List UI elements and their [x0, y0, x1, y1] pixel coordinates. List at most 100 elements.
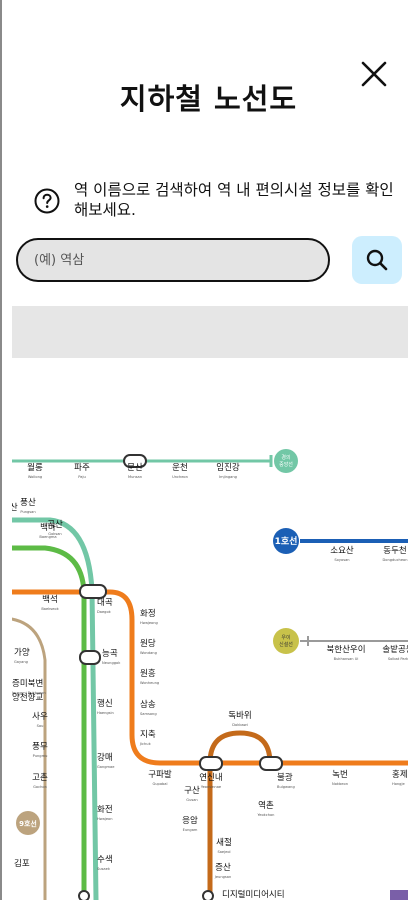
subway-map[interactable]: 경의 중앙선 1호선 우이 신설선 9호선 일산Ilsan풍산Pungsan백마… — [12, 306, 408, 900]
station-label-en-bulgwang: Bulgwang — [277, 785, 295, 789]
station-label-hwajeon[interactable]: 화전 — [97, 804, 113, 815]
subway-map-viewer[interactable]: 경의 중앙선 1호선 우이 신설선 9호선 일산Ilsan풍산Pungsan백마… — [12, 306, 408, 900]
badge-line1: 1호선 — [273, 528, 299, 554]
station-label-solbatgongwon[interactable]: 솔밭공원 — [382, 645, 408, 655]
station-label-baekseok[interactable]: 백석 — [42, 594, 58, 605]
badge-line1-text: 1호선 — [275, 535, 298, 547]
station-label-ilsan[interactable]: 일산 — [12, 502, 18, 513]
station-label-gupabal[interactable]: 구파발 — [148, 769, 172, 780]
station-label-gusan[interactable]: 구산 — [184, 785, 200, 796]
station-label-dokbawi[interactable]: 독바위 — [228, 710, 251, 721]
search-field[interactable] — [16, 238, 330, 282]
station-label-wollong[interactable]: 월롱 — [27, 462, 43, 473]
station-label-munsan[interactable]: 문산 — [127, 462, 143, 473]
station-label-paju[interactable]: 파주 — [74, 463, 90, 473]
station-label-en-gupabal: Gupabal — [152, 782, 167, 786]
station-label-haengsin[interactable]: 행신 — [97, 698, 113, 709]
station-label-samsong[interactable]: 삼송 — [140, 699, 156, 710]
station-label-en-wondang: Wondang — [140, 651, 157, 655]
station-label-en-jeungsan: Jeungsan — [214, 875, 231, 879]
station-label-en-eungam: Eungam — [183, 828, 198, 832]
badge-line9: 9호선 — [16, 811, 40, 835]
badge-uisinseol-text1: 우이 — [281, 634, 290, 641]
station-label-pungmu[interactable]: 풍무 — [32, 742, 48, 752]
station-label-en-hwajeon: Hwajeon — [97, 817, 113, 821]
station-label-en-munsan: Munsan — [128, 475, 142, 479]
station-label-gangmae[interactable]: 강매 — [97, 752, 113, 763]
station-label-en-wollong: Wollong — [28, 475, 42, 479]
station-label-en-susaek: Susaek — [97, 867, 111, 871]
station-label-en-jeungmibukbyeon: Jeungmi Bukbyeon — [12, 691, 46, 695]
station-label-en-paju: Paju — [78, 475, 85, 479]
station-label-jichuk[interactable]: 지축 — [140, 730, 156, 740]
line6-loop — [207, 730, 273, 764]
close-icon[interactable] — [360, 60, 388, 88]
search-input[interactable] — [34, 240, 314, 280]
search-icon — [366, 249, 388, 271]
badge-gyeongui-text2: 중앙선 — [279, 461, 293, 468]
badge-line9-text: 9호선 — [19, 819, 37, 828]
station-label-en-bukhansanui: Bukhansan Ui — [334, 657, 359, 661]
badge-uisinseol: 우이 신설선 — [273, 628, 299, 654]
station-label-yeonsinnae[interactable]: 연신내 — [199, 773, 222, 783]
station-label-gogsan[interactable]: 곡산 — [47, 519, 63, 530]
station-label-yeokchon[interactable]: 역촌 — [258, 800, 274, 811]
station-label-saejeol[interactable]: 새절 — [216, 838, 232, 848]
station-label-saseo[interactable]: 사우 — [32, 712, 48, 722]
station-label-en-saseo: Sau — [37, 724, 44, 728]
station-label-en-gusan: Gusan — [186, 798, 197, 802]
station-label-susaek[interactable]: 수색 — [97, 854, 113, 865]
station-label-soyosan[interactable]: 소요산 — [330, 545, 354, 556]
station-label-en-dokbawi: Dokbawi — [232, 723, 247, 727]
station-label-en-gochon: Gochon — [33, 785, 47, 789]
left-edge-divider — [0, 0, 2, 900]
station-label-dongducheon[interactable]: 동두천 — [383, 545, 406, 556]
transfer-station-yeonsinnae — [199, 756, 223, 771]
station-label-neunggok[interactable]: 능곡 — [102, 649, 118, 659]
station-label-hwajeong[interactable]: 화정 — [140, 608, 156, 619]
station-label-jeungmibukbyeon[interactable]: 증미북변 — [12, 678, 43, 689]
station-label-en-baekseok: Baekseok — [41, 607, 59, 611]
question-circle-icon — [34, 188, 60, 214]
station-label-en-baengma: Baengma — [39, 535, 56, 539]
station-label-bukhansanui[interactable]: 북한산우이 — [326, 644, 365, 655]
station-susaek — [78, 890, 90, 900]
station-label-en-yeokchon: Yeokchon — [258, 813, 275, 817]
station-label-en-uncheon: Uncheon — [172, 475, 188, 479]
station-label-jeungsan[interactable]: 증산 — [215, 862, 231, 873]
station-label-hongje[interactable]: 홍제 — [392, 769, 408, 780]
station-label-en-gogsan: Goksan — [48, 532, 61, 536]
station-label-en-nokbeon: Nokbeon — [332, 782, 348, 786]
station-label-yangcheonhyanggyo[interactable]: 양천향교 — [12, 692, 43, 703]
station-label-en-imjingang: Imjingang — [219, 475, 237, 479]
station-label-en-soyosan: Soyosan — [334, 558, 349, 562]
search-button[interactable] — [352, 236, 402, 284]
station-label-en-daegok: Daegok — [97, 610, 112, 614]
station-label-bulgwang[interactable]: 불광 — [277, 772, 293, 783]
station-label-en-gayang: Gayang — [14, 660, 28, 664]
station-label-eungam[interactable]: 응암 — [182, 815, 198, 826]
station-label-uncheon[interactable]: 운천 — [172, 462, 188, 473]
badge-gyeongui: 경의 중앙선 — [274, 449, 298, 473]
station-label-gochon[interactable]: 고촌 — [32, 773, 48, 783]
station-label-gayang[interactable]: 가양 — [14, 647, 30, 658]
station-label-pungsan[interactable]: 풍산 — [20, 497, 36, 508]
station-label-en-haengsin: Haengsin — [97, 711, 114, 715]
station-dmc — [202, 890, 214, 900]
transfer-station-bulgwang — [259, 756, 283, 771]
station-label-en-hwajeong: Hwajeong — [140, 621, 158, 625]
station-label-daegok[interactable]: 대곡 — [97, 598, 113, 608]
station-label-en-neunggok: Neunggok — [102, 661, 121, 665]
station-label-wonheung[interactable]: 원흥 — [140, 668, 156, 679]
station-label-baengma[interactable]: 백마 — [40, 522, 56, 533]
station-label-en-yeonsinnae: Yeonsinnae — [201, 785, 222, 789]
station-label-en-pungmu: Pungmu — [33, 754, 48, 758]
station-label-dmc[interactable]: 디지털미디어시티 — [222, 889, 285, 900]
station-label-wondang[interactable]: 원당 — [140, 638, 156, 649]
transfer-station-neunggok — [79, 650, 101, 665]
station-label-gimpo[interactable]: 김포 — [14, 858, 30, 869]
badge-uisinseol-text2: 신설선 — [279, 641, 293, 648]
station-label-en-solbatgongwon: Solbat Park — [388, 657, 408, 661]
station-label-imjingang[interactable]: 임진강 — [216, 462, 240, 473]
station-label-nokbeon[interactable]: 녹번 — [332, 770, 348, 780]
